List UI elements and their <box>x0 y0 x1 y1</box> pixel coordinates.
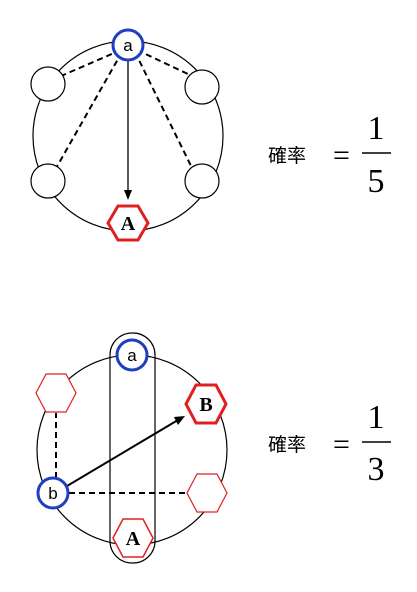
empty-node-left-upper <box>30 66 66 102</box>
hex-A-top-label: A <box>121 213 136 235</box>
dashed-edge-a-left-lower <box>54 51 123 171</box>
empty-node-right-upper <box>184 69 220 105</box>
hex-A-bottom-label: A <box>126 528 141 550</box>
top-denominator: 5 <box>368 163 385 200</box>
bottom-denominator: 3 <box>368 451 385 488</box>
bottom-probability: 確率 = 1 3 <box>268 399 391 488</box>
top-probability-label: 確率 <box>268 145 306 167</box>
empty-node-right-lower <box>184 163 220 199</box>
node-a-top <box>111 28 145 62</box>
node-b-label: b <box>48 484 57 503</box>
empty-node-left-lower <box>30 163 66 199</box>
hex-A-bottom <box>112 518 154 558</box>
node-a-top-label: a <box>123 36 133 55</box>
node-b <box>36 476 70 510</box>
top-probability: 確率 = 1 5 <box>268 110 391 200</box>
dashed-edge-a-right-lower <box>134 51 194 171</box>
arrow-b-to-B <box>66 419 179 487</box>
hex-A-top <box>106 204 150 242</box>
bottom-diagram: a b A B <box>35 332 228 564</box>
bottom-equals: = <box>333 428 350 461</box>
dashed-edge-a-left-upper <box>60 49 122 77</box>
hex-empty-right <box>186 473 228 513</box>
hex-B <box>184 383 228 425</box>
top-numerator: 1 <box>368 110 385 147</box>
hex-B-label: B <box>199 394 212 416</box>
top-equals: = <box>333 139 350 172</box>
bottom-probability-label: 確率 <box>268 434 306 456</box>
hex-empty-left <box>35 373 77 413</box>
node-a-bottom <box>115 338 149 372</box>
top-diagram: a A <box>30 28 224 242</box>
node-a-bottom-label: a <box>127 346 137 365</box>
arrowhead-a-to-A <box>124 190 132 200</box>
bottom-numerator: 1 <box>368 399 385 436</box>
capsule-a-A <box>109 332 156 564</box>
arrowhead-b-to-B <box>174 416 185 425</box>
